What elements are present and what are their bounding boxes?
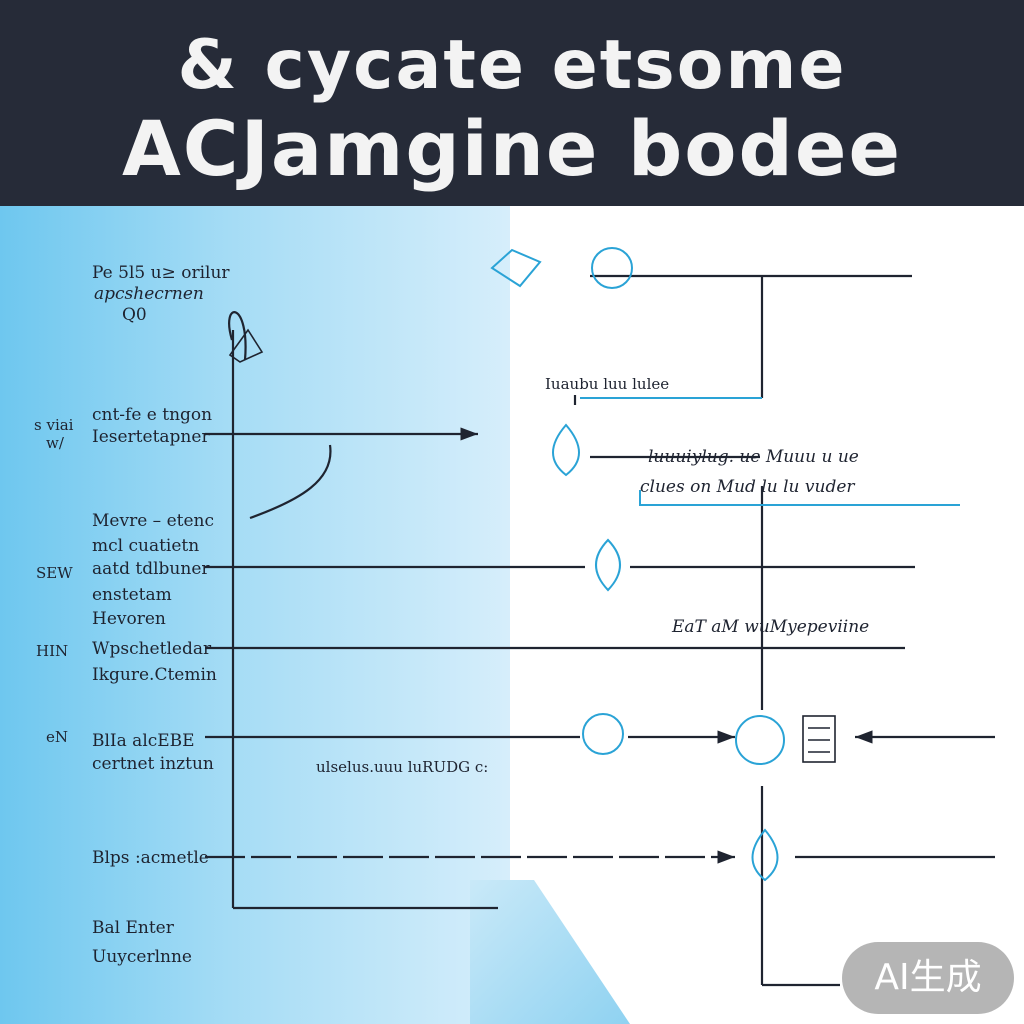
label-block-1a: cnt-fe e tngon (92, 405, 213, 425)
label-right-2a: luuuiylug. ue Muuu u ue (648, 447, 859, 467)
label-block-2d: enstetam (92, 585, 172, 605)
label-block-2e: Hevoren (92, 609, 166, 629)
drop-node-3 (751, 828, 779, 882)
ai-generated-badge: AI生成 (842, 942, 1014, 1014)
label-top-left-3: Q0 (122, 305, 147, 325)
header-bar (0, 0, 1024, 206)
label-block-4a: BlIa alcEBE (92, 731, 195, 751)
top-node (591, 247, 633, 289)
drop-node-1 (552, 423, 580, 477)
title-line-2: ACJamgine bodee (121, 104, 903, 193)
title-line-1: & cycate etsome (177, 26, 847, 105)
label-top-left-1: Pe 5l5 u≥ orilur (92, 263, 230, 283)
label-block-6a: Bal Enter (92, 918, 174, 938)
label-right-2b: clues on Mud lu lu vuder (640, 477, 855, 497)
label-mid-text: ulselus.uuu luRUDG c: (316, 758, 489, 776)
label-block-2c: aatd tdlbuner (92, 559, 210, 579)
label-block-4b: certnet inztun (92, 754, 214, 774)
label-side-1a: s viai (34, 416, 74, 434)
label-block-3b: Ikgure.Ctemin (92, 665, 217, 685)
circle-node-1 (582, 713, 624, 755)
label-right-3: EaT aM wuMyepeviine (672, 617, 870, 637)
drop-node-2 (595, 538, 621, 592)
label-side-2: SEW (36, 564, 73, 582)
top-icon (490, 248, 542, 288)
label-block-6b: Uuycerlnne (92, 947, 192, 967)
label-side-1b: w/ (46, 434, 64, 452)
label-block-1b: Iesertetapner (92, 427, 210, 447)
label-side-4: eN (46, 728, 69, 746)
label-block-2b: mcl cuatietn (92, 536, 200, 556)
label-block-5: Blps :acmetle (92, 848, 209, 868)
figure-icon (228, 328, 264, 363)
curve-connector (228, 311, 332, 520)
label-right-1: Iuaubu luu lulee (545, 375, 670, 393)
label-block-3a: Wpschetledar (92, 639, 212, 659)
accent-bracket (639, 490, 960, 506)
device-icon (802, 715, 836, 763)
label-side-3: HIN (36, 642, 69, 660)
label-block-2a: Mevre – etenc (92, 511, 214, 531)
circle-node-2 (735, 715, 785, 765)
label-top-left-2: apcshecrnen (94, 284, 204, 304)
